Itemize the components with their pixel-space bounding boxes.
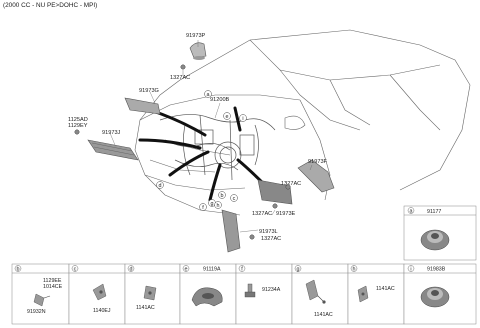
bracket-1140EJ-icon xyxy=(92,283,107,301)
clip-1141AC-h-icon xyxy=(357,285,369,303)
callout-1327AC-right: 1327AC xyxy=(281,181,301,187)
callout-1327AC-bottom: 1327AC xyxy=(261,236,281,242)
marker-a: a xyxy=(207,92,210,98)
cell-a xyxy=(403,205,477,261)
cell-letter-circles xyxy=(14,265,415,272)
engine-harness xyxy=(159,114,276,181)
callout-1125AD: 1125AD xyxy=(68,117,88,123)
part-91973J-shape xyxy=(87,139,139,161)
callout-91973P: 91973P xyxy=(186,33,206,39)
clip-91932N-icon xyxy=(33,293,51,307)
label-leaders xyxy=(109,40,313,233)
cell-b-part3: 91932N xyxy=(27,309,46,315)
part-91973L-shape xyxy=(221,209,241,253)
cell-e-part: 91119A xyxy=(203,267,221,273)
cell-i-part: 91983B xyxy=(427,267,446,273)
callout-91200B: 91200B xyxy=(210,97,230,103)
cell-a-part: 91177 xyxy=(427,209,441,215)
cell-c-part1: 1140EJ xyxy=(93,308,111,314)
cell-d-letter: d xyxy=(130,267,133,273)
callout-1327AC-top: 1327AC xyxy=(170,75,190,81)
diagram-header: (2000 CC - NU PE>DOHC - MPI) xyxy=(3,2,98,9)
cell-e-letter: e xyxy=(185,267,188,273)
bolt-icons xyxy=(74,64,291,240)
part-91973G-shape xyxy=(124,97,161,115)
callout-91973G: 91973G xyxy=(139,88,159,94)
grommet-91177-icon xyxy=(420,229,450,251)
part-91973P-shape xyxy=(189,42,207,60)
marker-d: d xyxy=(159,183,162,189)
cell-a-letter: a xyxy=(410,209,413,215)
marker-e: e xyxy=(226,114,229,120)
callout-1327AC-mid: 1327AC xyxy=(252,211,272,217)
callout-91973F: 91973F xyxy=(308,159,328,165)
clip-1141AC-g-icon xyxy=(305,279,326,304)
bracket-1141AC-icon xyxy=(143,285,157,301)
cell-h-part1: 1141AC xyxy=(376,286,395,292)
cell-grid xyxy=(11,263,477,325)
callout-1129EY: 1129EY xyxy=(68,123,88,129)
cell-d-part1: 1141AC xyxy=(136,305,155,311)
grommet-91983B-icon xyxy=(420,286,450,308)
cell-c-letter: c xyxy=(74,267,77,273)
protector-91119A-icon xyxy=(191,287,223,307)
vehicle-outline xyxy=(134,29,471,216)
marker-c: c xyxy=(233,196,236,202)
cell-b-part2: 1014CE xyxy=(43,284,63,290)
marker-h: h xyxy=(217,203,220,209)
marker-b: b xyxy=(221,193,224,199)
cell-h-letter: h xyxy=(353,267,356,273)
connector-91234A-icon xyxy=(244,283,256,298)
cell-b-part1: 1129EE xyxy=(43,278,62,284)
callout-91973L: 91973L xyxy=(259,229,278,235)
marker-i: i xyxy=(242,116,243,122)
letter-markers xyxy=(156,90,247,211)
marker-f: f xyxy=(202,205,204,211)
callout-91973J: 91973J xyxy=(102,130,121,136)
cell-g-part1: 1141AC xyxy=(314,312,333,318)
marker-g: g xyxy=(211,201,214,207)
cell-f-part1: 91234A xyxy=(262,287,281,293)
cell-g-letter: g xyxy=(297,267,300,273)
callout-91973E: 91973E xyxy=(276,211,296,217)
part-91973E-shape xyxy=(257,179,293,205)
cell-f-letter: f xyxy=(241,267,243,273)
cell-i-letter: i xyxy=(410,267,411,273)
part-91973F-shape xyxy=(297,159,335,193)
cell-b-letter: b xyxy=(17,267,20,273)
